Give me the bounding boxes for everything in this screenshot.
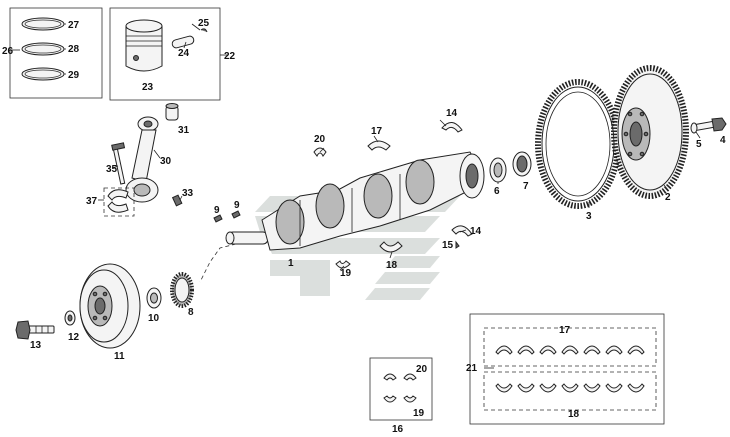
label-2: 2 xyxy=(665,192,671,203)
label-5: 5 xyxy=(696,139,702,150)
lower-shell-1 xyxy=(495,383,513,393)
key-9b xyxy=(231,210,241,219)
piston-23 xyxy=(125,25,163,72)
lower-shell-3 xyxy=(539,383,557,393)
piston-group xyxy=(109,7,221,101)
label-22: 22 xyxy=(224,51,236,62)
label-37: 37 xyxy=(86,196,98,207)
label-8: 8 xyxy=(188,307,194,318)
label-1: 1 xyxy=(288,258,294,269)
key-9a xyxy=(213,214,223,223)
timing-gear-8 xyxy=(170,272,194,308)
label-28: 28 xyxy=(68,44,80,55)
label-12: 12 xyxy=(68,332,80,343)
bearing-6 xyxy=(489,157,507,183)
thrust-halves-kit-16 xyxy=(369,357,433,421)
label-29: 29 xyxy=(68,70,80,81)
bushing-31 xyxy=(165,103,179,121)
label-13: 13 xyxy=(30,340,42,351)
label-17a: 17 xyxy=(371,126,383,137)
spacer-10 xyxy=(146,287,162,309)
label-19a: 19 xyxy=(340,268,352,279)
label-20a: 20 xyxy=(314,134,326,145)
label-14a: 14 xyxy=(446,108,458,119)
label-27: 27 xyxy=(68,20,80,31)
seal-7 xyxy=(512,151,532,177)
upper-shell-1 xyxy=(495,345,513,355)
main-bearing-upper-17 xyxy=(367,140,391,151)
label-9a: 9 xyxy=(214,205,220,216)
label-7: 7 xyxy=(523,181,529,192)
main-bearing-set-21[interactable] xyxy=(469,313,665,425)
label-18b: 18 xyxy=(568,409,580,420)
leader-lines xyxy=(10,23,701,369)
label-16: 16 xyxy=(392,424,404,435)
label-26: 26 xyxy=(2,46,14,57)
washer-5 xyxy=(690,122,698,134)
upper-shell-3 xyxy=(539,345,557,355)
flywheel-2 xyxy=(611,65,689,199)
crankshaft-1 xyxy=(225,151,485,251)
upper-shell-7 xyxy=(627,345,645,355)
label-6: 6 xyxy=(494,186,500,197)
label-17b: 17 xyxy=(559,325,571,336)
thrust-washer-14a xyxy=(441,122,463,133)
label-18a: 18 xyxy=(386,260,398,271)
upper-shell-5 xyxy=(583,345,601,355)
piston-rings-group xyxy=(9,7,103,99)
nut-33 xyxy=(171,194,183,207)
label-35: 35 xyxy=(106,164,118,175)
circlip-25 xyxy=(200,28,208,33)
ring-gear-3 xyxy=(535,79,621,209)
lower-shell-7 xyxy=(627,383,645,393)
label-9b: 9 xyxy=(234,200,240,211)
label-33: 33 xyxy=(182,188,194,199)
label-14b: 14 xyxy=(470,226,482,237)
piston-pin-24 xyxy=(171,35,195,49)
label-11: 11 xyxy=(114,351,125,362)
rod-bearing-37 xyxy=(103,187,135,217)
upper-shell-6 xyxy=(605,345,623,355)
lower-shell-6 xyxy=(605,383,623,393)
connecting-rod-30 xyxy=(125,116,159,203)
damper-pulley-11 xyxy=(79,263,141,349)
main-bearing-lower-18 xyxy=(379,241,403,253)
label-23: 23 xyxy=(142,82,154,93)
label-30: 30 xyxy=(160,156,172,167)
lower-shell-5 xyxy=(583,383,601,393)
upper-shell-2 xyxy=(517,345,535,355)
lower-shell-4 xyxy=(561,383,579,393)
thrust-half-19 xyxy=(335,260,351,269)
label-20b: 20 xyxy=(416,364,428,375)
callout-labels: 1 2 3 4 5 6 7 8 9 9 10 11 12 13 14 14 15… xyxy=(2,18,726,435)
pulley-bolt-13 xyxy=(15,320,55,340)
flywheel-bolt-4 xyxy=(693,117,727,132)
label-31: 31 xyxy=(178,125,190,136)
label-25: 25 xyxy=(198,18,210,29)
label-10: 10 xyxy=(148,313,160,324)
label-3: 3 xyxy=(586,211,592,222)
pin-15 xyxy=(455,240,460,249)
label-15: 15 xyxy=(442,240,454,251)
upper-shell-4 xyxy=(561,345,579,355)
washer-12 xyxy=(64,310,76,326)
label-24: 24 xyxy=(178,48,190,59)
label-4: 4 xyxy=(720,135,726,146)
label-19b: 19 xyxy=(413,408,425,419)
label-21: 21 xyxy=(466,363,478,374)
lower-shell-2 xyxy=(517,383,535,393)
